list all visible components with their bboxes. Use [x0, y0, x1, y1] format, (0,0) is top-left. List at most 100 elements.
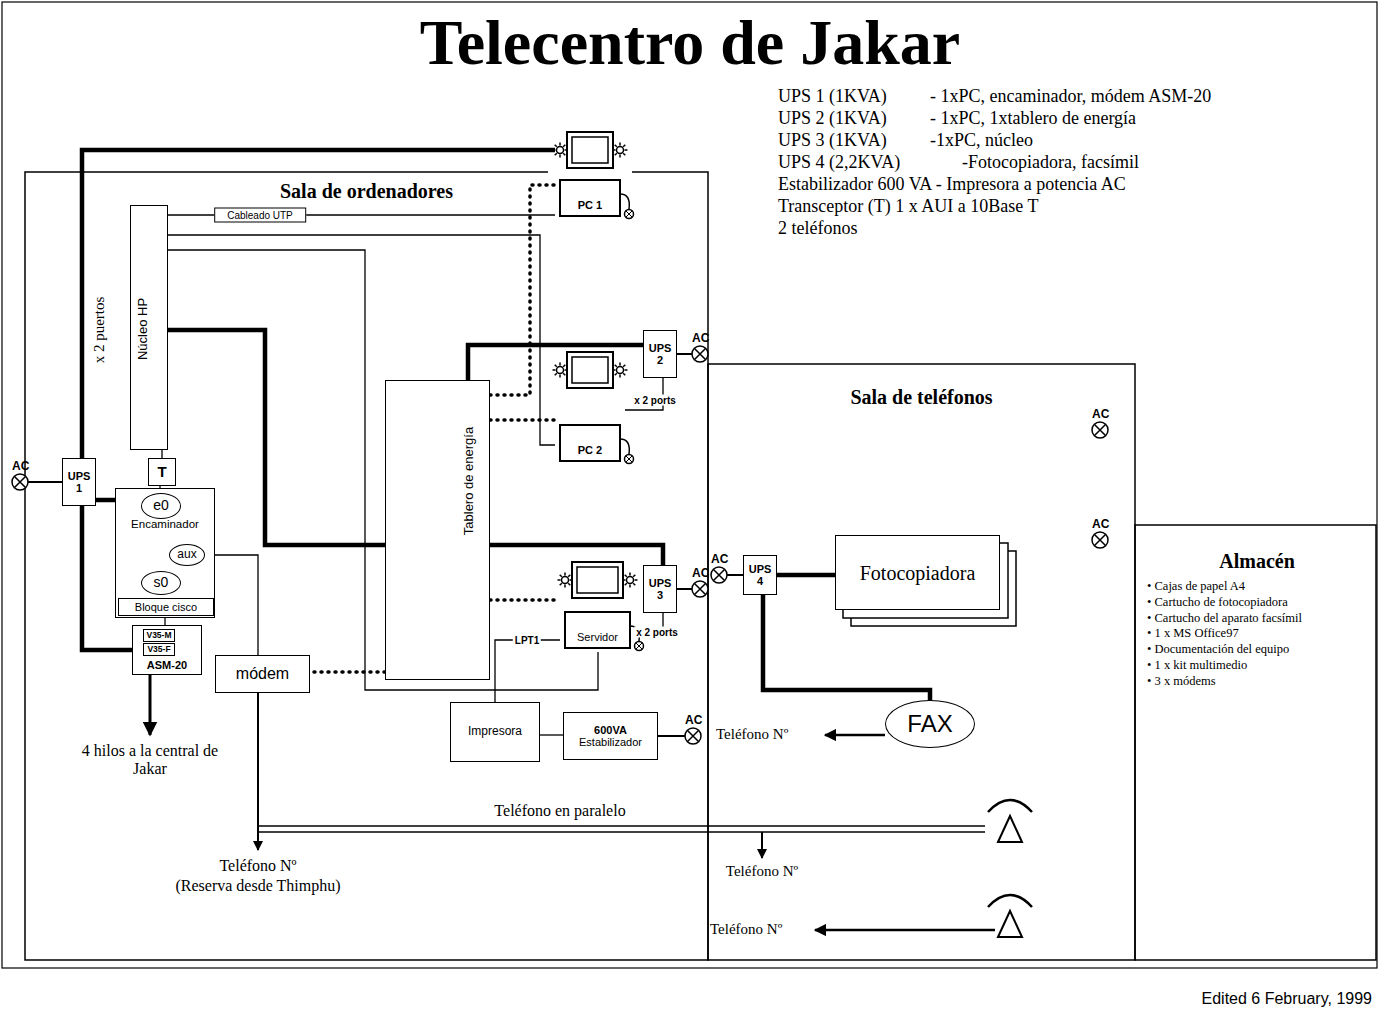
port-ellipse: aux [169, 544, 205, 566]
computer-icon [568, 583, 570, 585]
ac-socket [1092, 422, 1108, 438]
room: Sala de ordenadoresNúcleo HPUPS 1TEncami… [25, 172, 708, 960]
node-text: • Cajas de papel A4 [1147, 580, 1245, 594]
node-label: Tablero de energía [456, 386, 482, 576]
port-ellipse: e0 [141, 493, 181, 519]
computer-icon [635, 579, 638, 581]
note-label: x 2 puertos [91, 297, 108, 364]
note-label: UPS 1 (1KVA) [778, 86, 887, 107]
ups-box: UPS 1 [62, 458, 96, 506]
computer-icon [572, 562, 623, 598]
computer-icon [557, 147, 564, 154]
room-frames [2, 2, 1377, 968]
computer-icon [626, 211, 632, 217]
modem-box: ASM-20V35-MV35-F [132, 625, 202, 675]
computer-icon [625, 583, 627, 585]
ac-socket [1095, 535, 1106, 546]
phone-lines [149, 675, 152, 735]
node-label: UPS 2 [646, 342, 674, 366]
node-label: Encaminador [131, 518, 199, 531]
power-board: Tablero de energía [385, 380, 490, 680]
computer-icon [613, 369, 616, 371]
ac-socket [695, 584, 706, 595]
computer-icon [555, 153, 557, 155]
computer-icon [568, 575, 570, 577]
transceiver-box: T [148, 458, 176, 486]
computer-icon [558, 579, 561, 581]
edge-label: x 2 ports [634, 627, 680, 638]
computer-icon [633, 583, 635, 585]
ac-label: AC [12, 460, 29, 474]
computer-icon [623, 579, 626, 581]
computer-icon [625, 369, 628, 371]
ac-label: AC [692, 567, 709, 581]
ac-socket [1092, 532, 1108, 548]
computer-icon [615, 153, 617, 155]
ac-socket [1095, 425, 1106, 436]
node-label: 600VA [594, 724, 627, 736]
ac-socket [695, 349, 706, 360]
telephone-icons [998, 911, 1022, 937]
node-label: s0 [154, 575, 169, 590]
power-cord [490, 598, 560, 602]
node-label: Almacén [1219, 550, 1295, 572]
computer-icon [553, 132, 644, 651]
telephone-icons [998, 816, 1022, 842]
ac-socket [692, 346, 708, 362]
node-label: PC 2 [578, 444, 602, 456]
note-label: - 1xPC, 1xtablero de energía [930, 108, 1136, 129]
connector-box: V35-F [143, 643, 175, 656]
computer-icon [629, 585, 631, 588]
computer-icon [559, 143, 561, 146]
node-label: ASM-20 [147, 659, 187, 671]
computer-icon [560, 583, 562, 585]
note-label: 4 hilos a la central de Jakar [75, 742, 225, 779]
edge-label: Cableado UTP [214, 208, 306, 223]
note-label: (Reserva desde Thimphu) [176, 877, 341, 895]
printer-box: Impresora [450, 702, 540, 762]
telephone-icons [988, 800, 1032, 937]
ac-socket [711, 567, 727, 583]
node-label: FAX [907, 711, 952, 737]
computer-icon [619, 363, 621, 366]
computer-icon [619, 143, 621, 146]
node-label: Sala de ordenadores [280, 180, 453, 202]
computer-icon [555, 365, 557, 367]
computer-icon [577, 567, 618, 593]
node-label: Servidor [577, 631, 618, 643]
power-wires [677, 588, 692, 590]
note-label: Teléfono Nº [716, 726, 788, 743]
node-label: PC 1 [578, 199, 602, 211]
power-cable [763, 595, 930, 700]
note-label: 2 teléfonos [778, 218, 857, 239]
computer: PC 1 [555, 130, 625, 220]
node-label: UPS 3 [646, 577, 674, 601]
title: Telecentro de Jakar [420, 6, 960, 80]
fax-shape: FAX [885, 700, 975, 748]
node-label: V35-F [147, 645, 170, 654]
data-cable [168, 250, 598, 690]
note-label: Estabilizador 600 VA - Impresora a poten… [778, 174, 1126, 195]
ac-socket [692, 581, 708, 597]
computer-icon [555, 145, 557, 147]
telephone-icons [988, 800, 1032, 812]
port-ellipse: s0 [141, 571, 181, 595]
stabilizer-box: 600VAEstabilizador [563, 712, 658, 760]
phone-lines [825, 734, 885, 737]
node-text: • 3 x módems [1147, 675, 1216, 689]
computer-icon [564, 573, 566, 576]
note-label: Teléfono en paralelo [494, 802, 625, 820]
ups-box: UPS 4 [743, 555, 777, 595]
computer-icon [560, 575, 562, 577]
power-cable [468, 345, 643, 380]
computer-icon [625, 575, 627, 577]
computer-icon [565, 369, 568, 371]
computer-icon [620, 194, 629, 209]
node-text: • Cartucho de fotocopiadora [1147, 596, 1288, 610]
computer-icon [623, 373, 625, 375]
computer-icon [560, 180, 620, 216]
computer-icon [626, 456, 632, 462]
computer-icon [560, 425, 620, 461]
server: Servidor [560, 560, 635, 652]
computer-room-wall [25, 172, 708, 960]
